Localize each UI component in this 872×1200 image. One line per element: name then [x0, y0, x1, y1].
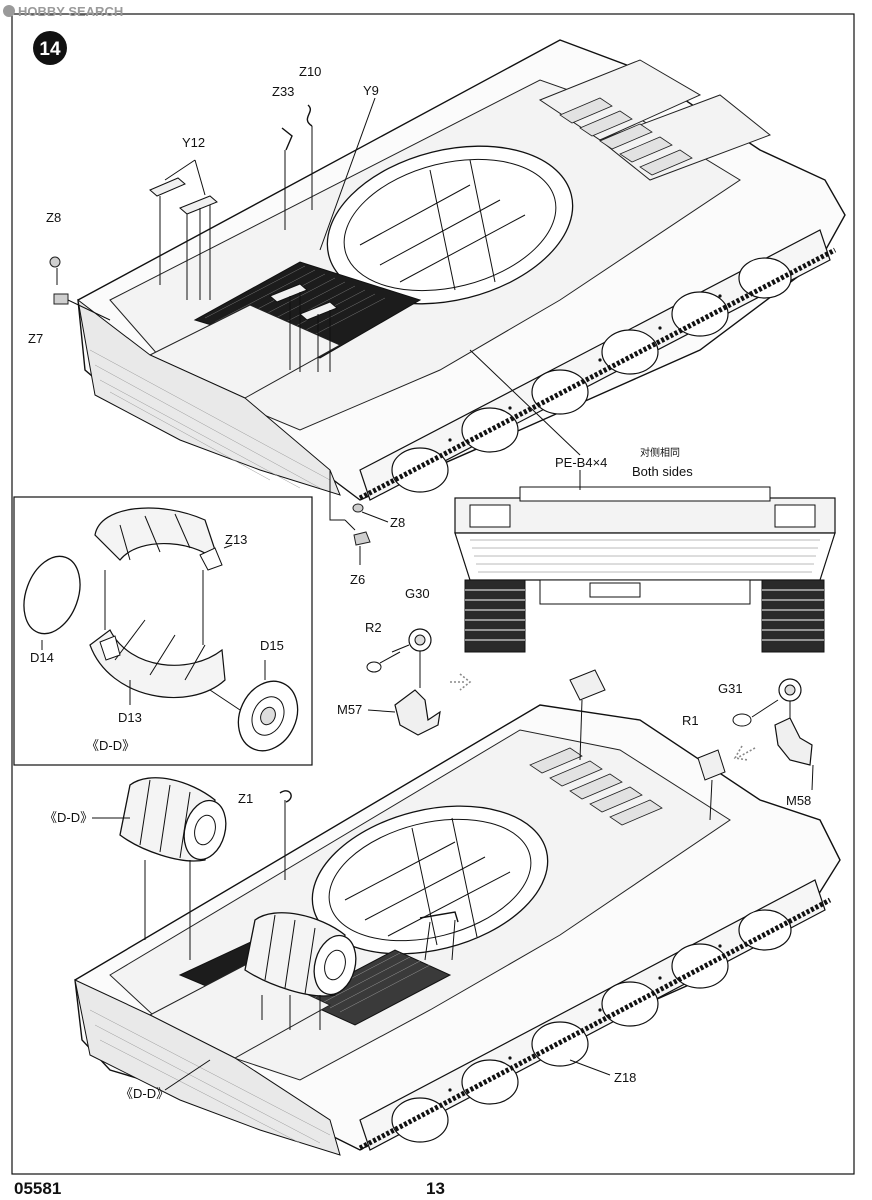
part-z1: [279, 790, 292, 803]
label-dd-callout-1: 《D-D》: [44, 810, 93, 825]
left-light-assembly: R2 G30 M57: [337, 586, 472, 736]
label-pe-b4: PE-B4×4: [555, 455, 607, 470]
label-z13: Z13: [225, 532, 247, 547]
bottom-tank-hull: [74, 669, 841, 1156]
part-z33: [281, 127, 293, 151]
direction-arrow-right: [733, 745, 756, 761]
label-d14: D14: [30, 650, 54, 665]
part-z10: [306, 104, 313, 127]
step-badge: 14: [33, 31, 67, 65]
label-dd-callout-2: 《D-D》: [120, 1086, 169, 1101]
label-both-sides: Both sides: [632, 464, 693, 479]
label-z18: Z18: [614, 1070, 636, 1085]
part-z18: [419, 911, 459, 923]
part-z8-top: [49, 256, 61, 268]
fuel-drum-lower: [244, 912, 357, 997]
part-d13: [89, 619, 226, 699]
label-r1: R1: [682, 713, 699, 728]
label-z7: Z7: [28, 331, 43, 346]
right-light-assembly: G31 R1 M58: [682, 678, 814, 808]
label-y9: Y9: [363, 83, 379, 98]
part-y12-handles: [149, 177, 218, 215]
catalog-number: 05581: [14, 1179, 61, 1198]
part-g30: [391, 628, 432, 653]
top-leader-lines: [56, 97, 581, 531]
label-y12: Y12: [182, 135, 205, 150]
page-number: 13: [426, 1179, 445, 1198]
rear-view-hull: [454, 470, 836, 653]
label-m57: M57: [337, 702, 362, 717]
top-tank-hull: [49, 39, 846, 501]
label-both-sides-cn: 对侧相同: [640, 446, 680, 459]
part-d15: [237, 680, 299, 752]
label-d13: D13: [118, 710, 142, 725]
label-g30: G30: [405, 586, 430, 601]
label-z10: Z10: [299, 64, 321, 79]
direction-arrow-left: [450, 673, 472, 691]
label-z33: Z33: [272, 84, 294, 99]
label-z6: Z6: [350, 572, 365, 587]
label-z8-top: Z8: [46, 210, 61, 225]
label-g31: G31: [718, 681, 743, 696]
watermark-logo: HOBBY SEARCH: [3, 4, 123, 19]
part-g31: [778, 678, 802, 702]
label-inset-caption: 《D-D》: [86, 738, 135, 753]
label-m58: M58: [786, 793, 811, 808]
svg-text:HOBBY SEARCH: HOBBY SEARCH: [18, 4, 123, 19]
label-z1: Z1: [238, 791, 253, 806]
part-m57: [394, 689, 441, 736]
label-z8-mid: Z8: [390, 515, 405, 530]
svg-text:14: 14: [39, 39, 61, 60]
part-z6: [353, 531, 371, 546]
part-r2: [366, 661, 382, 673]
part-z7-top: [53, 293, 69, 305]
fuel-drum-upper: [119, 777, 227, 862]
label-r2: R2: [365, 620, 382, 635]
bottom-leader-lines: [92, 699, 713, 1091]
page-border: [11, 13, 855, 1175]
part-z13: [94, 507, 223, 571]
part-z8-mid: [352, 503, 364, 513]
label-d15: D15: [260, 638, 284, 653]
dd-inset-box: Z13 D14 D15 D13 《D-D》: [13, 496, 313, 766]
part-d14: [23, 555, 81, 635]
part-m58: [774, 717, 813, 766]
part-r1: [732, 713, 752, 727]
